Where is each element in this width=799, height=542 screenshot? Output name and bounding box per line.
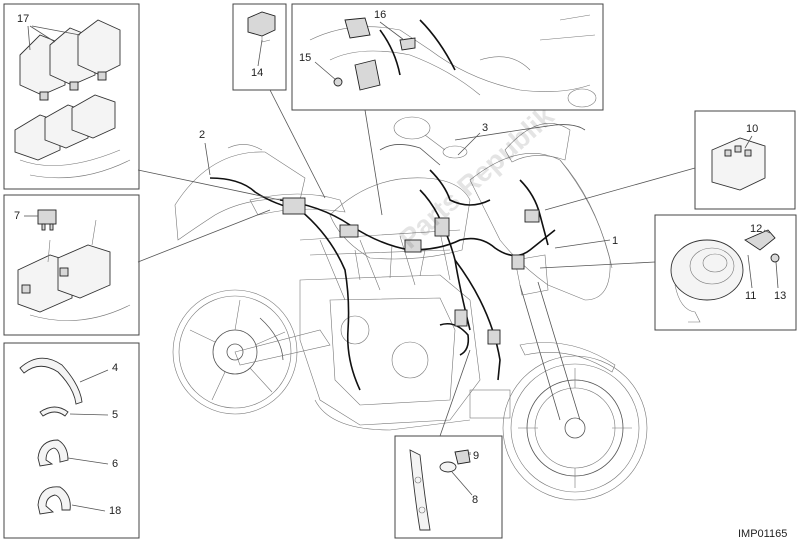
diagram-code: IMP01165 [738, 528, 787, 540]
callout-15: 15 [299, 52, 311, 64]
callout-12: 12 [750, 223, 762, 235]
callout-5: 5 [112, 409, 118, 421]
callout-2: 2 [199, 129, 205, 141]
callout-8: 8 [472, 494, 478, 506]
callout-3: 3 [482, 122, 488, 134]
callout-10: 10 [746, 123, 758, 135]
inset-clamps [3, 342, 140, 539]
callout-18: 18 [109, 505, 121, 517]
inset-relays-17 [3, 3, 140, 190]
inset-ignition-11-12-13 [654, 214, 797, 331]
callout-6: 6 [112, 458, 118, 470]
rear-wheel [172, 289, 298, 415]
inset-bracket-8-9 [394, 435, 503, 539]
callout-13: 13 [774, 290, 786, 302]
callout-16: 16 [374, 9, 386, 21]
inset-fuse-7 [3, 194, 140, 336]
callout-9: 9 [473, 450, 479, 462]
wiring-harness [209, 169, 556, 391]
callout-14: 14 [251, 67, 263, 79]
inset-connector-14 [232, 3, 287, 91]
callout-7: 7 [14, 210, 20, 222]
callout-11: 11 [745, 290, 756, 302]
inset-connector-10 [694, 110, 796, 210]
motorcycle-illustration [172, 87, 648, 501]
callout-1: 1 [612, 235, 618, 247]
inset-headstock-15-16 [291, 3, 604, 111]
front-wheel [502, 355, 648, 501]
callout-17: 17 [17, 13, 29, 25]
watermark-text: Parts Republik [393, 100, 560, 255]
callout-4: 4 [112, 362, 118, 374]
